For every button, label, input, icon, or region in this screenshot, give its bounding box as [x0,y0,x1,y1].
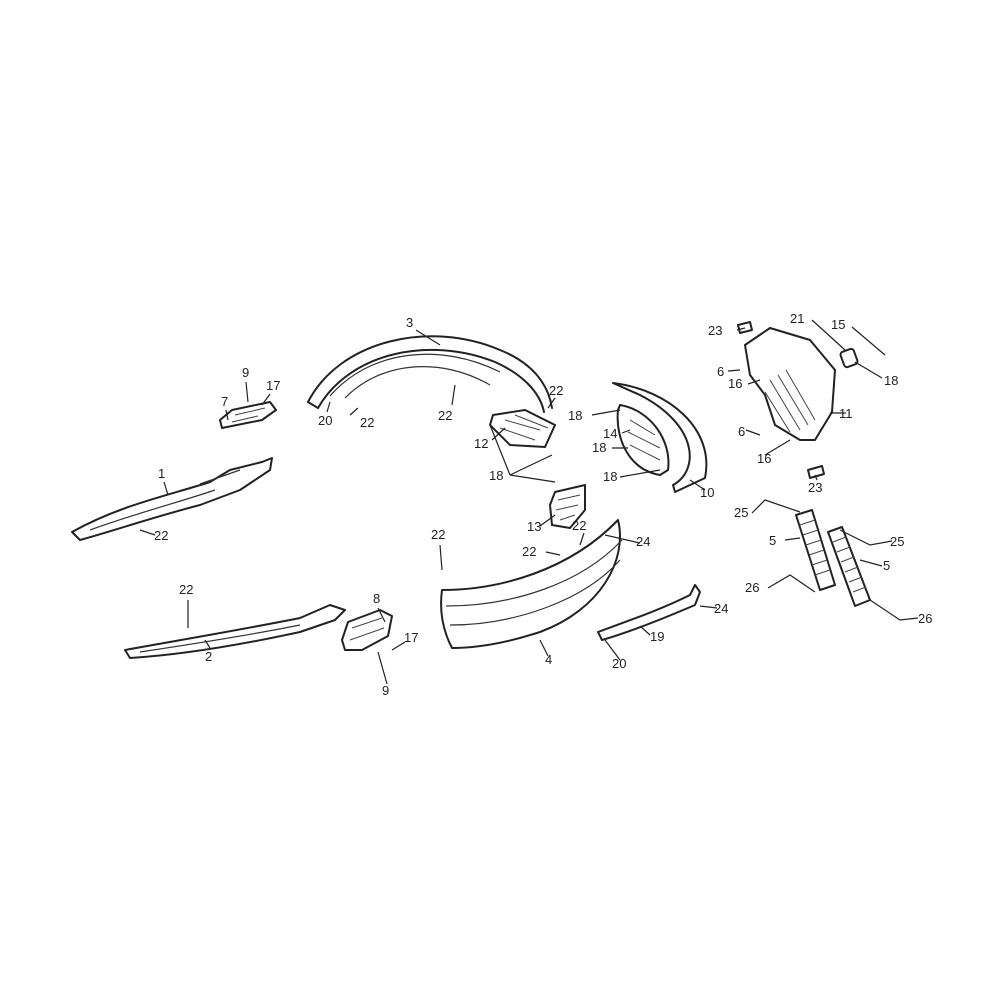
part-5-shock-absorber-right [827,526,871,607]
callout-6: 6 [717,364,724,379]
callout-23: 23 [808,480,822,495]
callout-17: 17 [266,378,280,393]
callout-9: 9 [242,365,249,380]
callout-18: 18 [884,373,898,388]
callout-25: 25 [734,505,748,520]
callout-18: 18 [568,408,582,423]
callout-7: 7 [221,394,228,409]
callout-6: 6 [738,424,745,439]
callout-18: 18 [592,440,606,455]
callout-13: 13 [527,519,541,534]
callout-20: 20 [612,656,626,671]
callout-9: 9 [382,683,389,698]
callout-25: 25 [890,534,904,549]
part-3-rear-fender [307,335,553,413]
part-21-grommet [839,347,859,369]
part-4-lower-fender [440,519,623,649]
callout-22: 22 [438,408,452,423]
callout-22: 22 [179,582,193,597]
callout-12: 12 [474,436,488,451]
part-5-shock-absorber-left [795,509,836,591]
callout-3: 3 [406,315,413,330]
part-8-bracket [341,609,393,651]
callout-5: 5 [883,558,890,573]
callout-22: 22 [572,518,586,533]
callout-16: 16 [728,376,742,391]
callout-2: 2 [205,649,212,664]
callout-8: 8 [373,591,380,606]
part-14-tail-light [616,404,670,476]
callout-22: 22 [154,528,168,543]
leader-lines [139,319,919,685]
callout-10: 10 [700,485,714,500]
part-2-side-rail [124,604,346,659]
part-1-side-rail [71,457,273,541]
callout-26: 26 [918,611,932,626]
callout-24: 24 [636,534,650,549]
part-11-housing [737,321,836,479]
callout-15: 15 [831,317,845,332]
callout-22: 22 [431,527,445,542]
callout-19: 19 [650,629,664,644]
callout-22: 22 [522,544,536,559]
callout-14: 14 [603,426,617,441]
callout-20: 20 [318,413,332,428]
callout-23: 23 [708,323,722,338]
part-10-light-cover [612,382,708,493]
part-7-bracket [219,401,277,429]
callout-26: 26 [745,580,759,595]
callout-17: 17 [404,630,418,645]
callout-4: 4 [545,652,552,667]
callout-16: 16 [757,451,771,466]
part-13-bracket [549,484,586,529]
callout-18: 18 [603,469,617,484]
callout-labels: 3 22 22 20 22 12 18 9 17 7 1 22 22 2 8 1… [154,311,932,698]
callout-21: 21 [790,311,804,326]
callout-1: 1 [158,466,165,481]
part-19-bracket [597,584,701,641]
callout-5: 5 [769,533,776,548]
callout-22: 22 [360,415,374,430]
part-12-bracket [489,409,556,448]
callout-22: 22 [549,383,563,398]
callout-24: 24 [714,601,728,616]
callout-11: 11 [839,406,853,421]
callout-18: 18 [489,468,503,483]
